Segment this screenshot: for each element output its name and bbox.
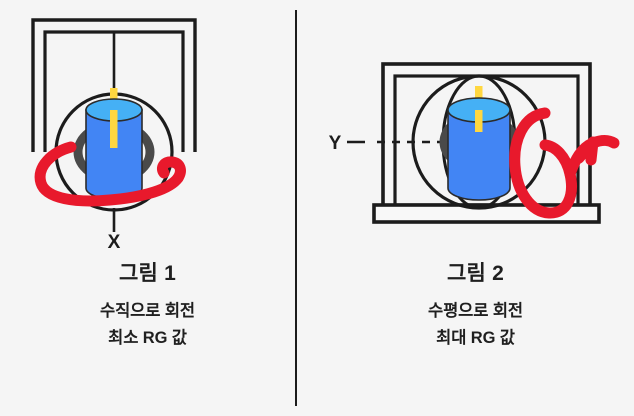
panel-divider	[295, 10, 297, 406]
figure-2-title: 그림 2	[447, 262, 504, 285]
figure-2-subtitle-line-1: 수평으로 회전	[428, 302, 523, 320]
figure-2-caption: 그림 2 수평으로 회전 최대 RG 값	[317, 263, 634, 351]
figure-1-subtitle-line-2: 최소 RG 값	[108, 328, 187, 347]
figure-2-subtitle-line-2: 최대 RG 값	[436, 328, 515, 347]
figure-1-title: 그림 1	[119, 262, 176, 285]
figure-1-panel: X 그림 1 수직으로 회전 최소 RG 값	[0, 0, 295, 416]
figure-1-subtitle: 수직으로 회전 최소 RG 값	[0, 298, 295, 351]
figure-2-subtitle: 수평으로 회전 최대 RG 값	[317, 298, 634, 351]
rotation-arrow-stroke	[509, 107, 577, 219]
rotation-arrow-stroke	[34, 141, 184, 207]
yellow-rod-front	[475, 110, 483, 132]
figure-1-caption: 그림 1 수직으로 회전 최소 RG 값	[0, 263, 295, 351]
outer-gate-frame	[31, 18, 197, 152]
figure-1-subtitle-line-1: 수직으로 회전	[100, 302, 195, 320]
axis-label-x: X	[108, 232, 121, 253]
figure-2-illustration: Y	[329, 62, 620, 224]
cylinder-body	[447, 109, 511, 201]
rotation-arrow-head	[156, 156, 186, 184]
rotation-arrow-head	[573, 136, 599, 166]
figure-2-panel: Y 그림 2 수평으로 회전 최대 RG 값	[317, 0, 634, 416]
axis-label-y: Y	[329, 133, 342, 154]
figure-1-illustration: X	[31, 18, 197, 253]
yellow-rod-front	[110, 110, 118, 148]
